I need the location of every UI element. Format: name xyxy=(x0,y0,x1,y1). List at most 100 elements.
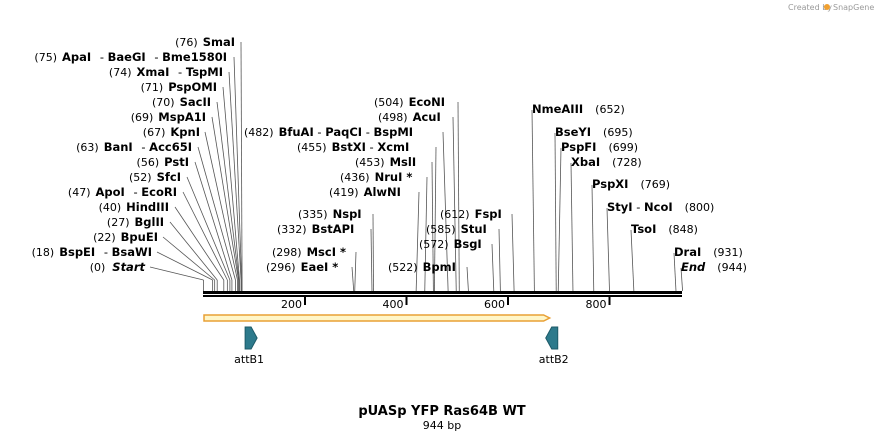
connector-left-15 xyxy=(149,266,204,281)
feature-attb1[interactable]: attB1 xyxy=(234,326,264,366)
orf-arrow[interactable] xyxy=(203,314,552,322)
site-label-bseyi[interactable]: BseYI(695) xyxy=(555,125,633,139)
connector-left-4 xyxy=(216,101,240,281)
site-label-nspi[interactable]: (335)NspI xyxy=(298,207,362,221)
site-label-nrui[interactable]: (436)NruI * xyxy=(340,170,412,184)
backbone-strand-top xyxy=(203,291,682,294)
connector-right-0 xyxy=(531,109,535,292)
connector-left-8 xyxy=(194,161,233,281)
connector-left-5 xyxy=(211,116,239,281)
site-label-sacii[interactable]: (70)SacII xyxy=(152,95,211,109)
site-label-bani[interactable]: (63)BanI - Acc65I xyxy=(76,140,192,154)
ruler-tick-600 xyxy=(507,297,509,305)
site-label-msli[interactable]: (453)MslI xyxy=(355,155,416,169)
site-label-pspxi[interactable]: PspXI(769) xyxy=(592,177,670,191)
map-title: pUASp YFP Ras64B WT xyxy=(358,404,525,419)
site-label-alwni[interactable]: (419)AlwNI xyxy=(329,185,401,199)
connector-mid-10 xyxy=(351,266,355,292)
site-label-nmeaiii[interactable]: NmeAIII(652) xyxy=(532,102,625,116)
ruler-tick-400 xyxy=(405,297,408,305)
site-label-end: End(944) xyxy=(681,260,747,274)
site-label-start: (0)Start xyxy=(90,260,146,274)
site-label-apai[interactable]: (75)ApaI - BaeGI - Bme1580I xyxy=(34,50,227,64)
site-label-xbai[interactable]: XbaI(728) xyxy=(571,155,642,169)
site-label-fspi[interactable]: (612)FspI xyxy=(440,207,502,221)
site-label-sfci[interactable]: (52)SfcI xyxy=(129,170,181,184)
connector-mid-2 xyxy=(442,131,449,292)
connector-mid-9 xyxy=(354,251,357,292)
connector-right-6 xyxy=(630,229,635,292)
connector-mid-14 xyxy=(466,266,469,292)
site-connectors xyxy=(149,41,683,292)
site-label-tsoi[interactable]: TsoI(848) xyxy=(631,222,698,236)
site-label-hindiii[interactable]: (40)HindIII xyxy=(99,200,169,214)
site-label-econi[interactable]: (504)EcoNI xyxy=(374,95,445,109)
site-label-bpuei[interactable]: (22)BpuEI xyxy=(93,230,158,244)
site-label-bspei[interactable]: (18)BspEI - BsaWI xyxy=(32,245,152,259)
ruler-label-800: 800 xyxy=(586,298,607,311)
snapgene-credit: Created by SnapGene xyxy=(788,3,874,12)
ruler-tick-800 xyxy=(608,297,611,305)
connector-right-1 xyxy=(554,132,557,292)
connector-left-3 xyxy=(222,86,240,281)
middle-site-labels: (504)EcoNI (498)AcuI (482)BfuAI - PaqCI … xyxy=(244,95,502,274)
connector-mid-12 xyxy=(498,228,501,292)
snapgene-logo-icon xyxy=(824,4,830,10)
attb1-arrow-icon[interactable] xyxy=(244,326,258,350)
site-label-bsgi[interactable]: (572)BsgI xyxy=(419,237,482,251)
connector-mid-0 xyxy=(457,101,460,292)
connector-right-7 xyxy=(673,252,677,292)
site-label-pspfi[interactable]: PspFI(699) xyxy=(561,140,638,154)
feature-attb2[interactable]: attB2 xyxy=(539,326,569,366)
feature-label-attb2: attB2 xyxy=(539,353,569,366)
site-label-bstapi[interactable]: (332)BstAPI xyxy=(277,222,354,236)
connector-right-2 xyxy=(557,147,562,292)
site-label-apoi[interactable]: (47)ApoI - EcoRI xyxy=(68,185,177,199)
site-label-stui[interactable]: (585)StuI xyxy=(426,222,487,236)
site-label-msci[interactable]: (298)MscI * xyxy=(272,245,346,259)
ruler-label-400: 400 xyxy=(383,298,404,311)
connector-mid-8 xyxy=(370,228,373,292)
connector-right-8 xyxy=(680,267,683,292)
connector-left-10 xyxy=(182,191,228,281)
left-site-labels: (76)SmaI (75)ApaI - BaeGI - Bme1580I (74… xyxy=(32,35,235,274)
features: attB1 attB2 xyxy=(234,326,569,366)
site-label-bpmi[interactable]: (522)BpmI xyxy=(388,260,456,274)
site-label-bfuai[interactable]: (482)BfuAI - PaqCI - BspMI xyxy=(244,125,413,139)
site-label-xmai[interactable]: (74)XmaI - TspMI xyxy=(109,65,223,79)
ruler-tick-200 xyxy=(304,297,306,305)
connector-left-2 xyxy=(228,71,242,281)
connector-mid-11 xyxy=(511,213,515,292)
connector-right-4 xyxy=(591,184,595,292)
connector-left-6 xyxy=(204,131,238,281)
site-label-acui[interactable]: (498)AcuI xyxy=(378,110,441,124)
connector-left-9 xyxy=(186,176,231,281)
site-label-eaei[interactable]: (296)EaeI * xyxy=(266,260,338,274)
site-label-pspomi[interactable]: (71)PspOMI xyxy=(141,80,217,94)
connector-left-7 xyxy=(197,146,236,281)
connector-right-3 xyxy=(570,162,574,292)
ruler-label-200: 200 xyxy=(281,298,302,311)
site-label-styi[interactable]: StyI - NcoI(800) xyxy=(607,200,714,214)
site-label-bglii[interactable]: (27)BglII xyxy=(107,215,164,229)
connector-left-14 xyxy=(156,251,213,281)
site-label-smai[interactable]: (76)SmaI xyxy=(175,35,235,49)
connector-mid-5 xyxy=(424,176,428,292)
site-label-drai[interactable]: DraI(931) xyxy=(674,245,743,259)
attb2-arrow-icon[interactable] xyxy=(545,326,559,350)
site-label-psti[interactable]: (56)PstI xyxy=(137,155,189,169)
connector-left-0 xyxy=(240,41,243,281)
connector-left-12 xyxy=(169,221,218,281)
connector-left-11 xyxy=(174,206,225,281)
connector-mid-7 xyxy=(372,213,374,292)
site-label-bstxi[interactable]: (455)BstXI - XcmI xyxy=(297,140,409,154)
connector-mid-4 xyxy=(431,161,434,292)
connector-left-13 xyxy=(162,236,215,281)
map-length: 944 bp xyxy=(423,419,461,432)
connector-left-1 xyxy=(233,56,242,281)
site-label-kpni[interactable]: (67)KpnI xyxy=(143,125,200,139)
site-label-mspa1i[interactable]: (69)MspA1I xyxy=(131,110,206,124)
sequence-backbone xyxy=(203,291,682,297)
